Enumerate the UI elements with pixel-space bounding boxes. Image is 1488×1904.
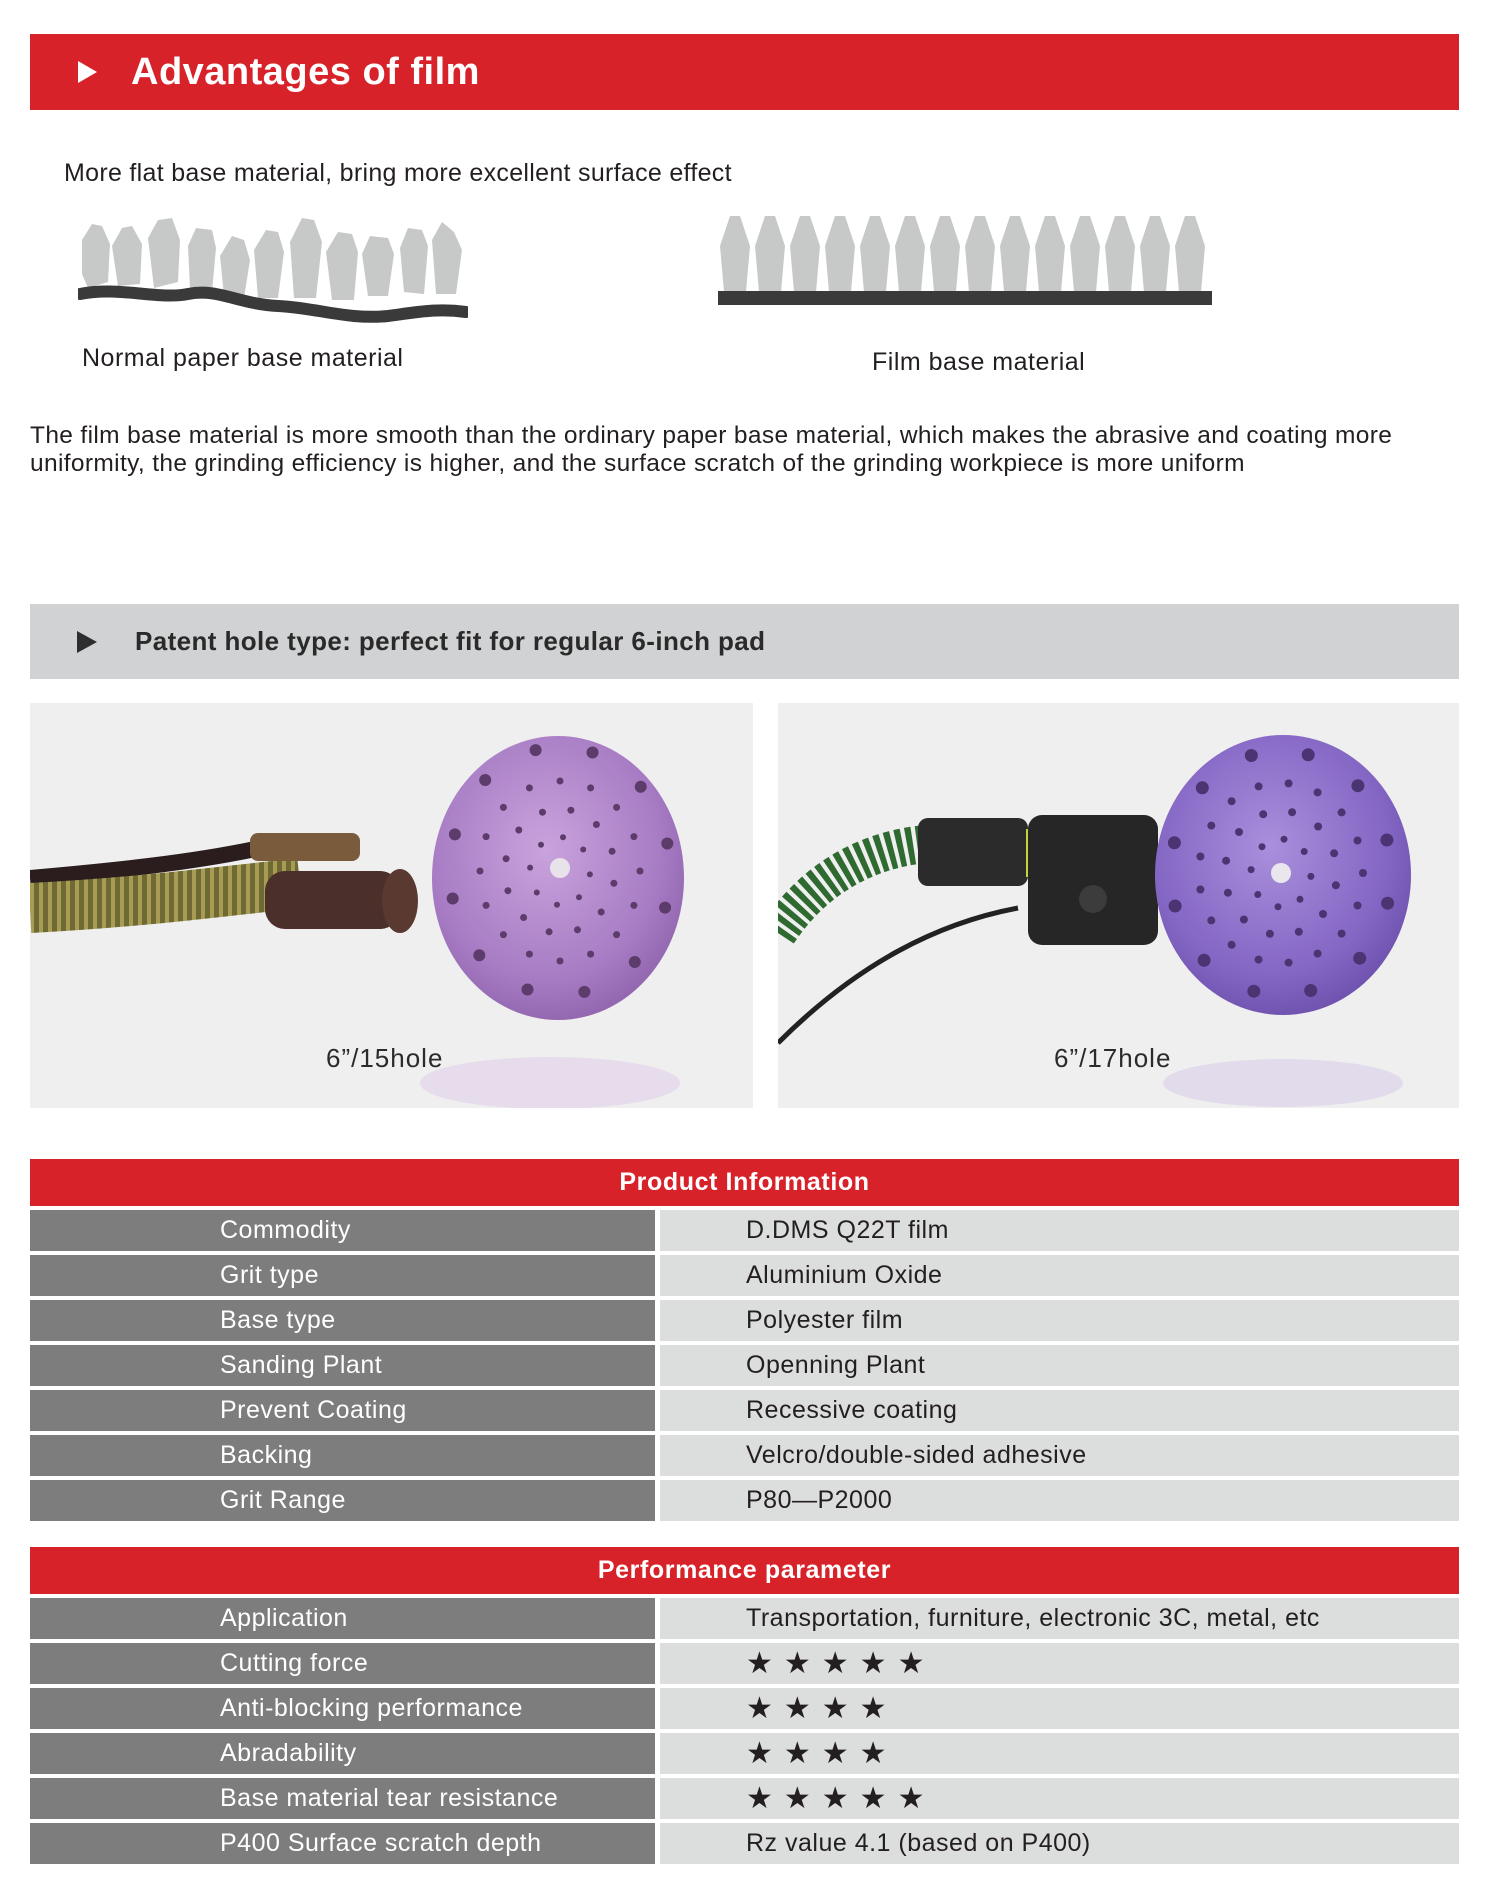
row-value: ★★★★ bbox=[660, 1733, 1459, 1774]
row-value: Velcro/double-sided adhesive bbox=[660, 1435, 1459, 1476]
section-title: Patent hole type: perfect fit for regula… bbox=[135, 626, 766, 656]
row-value: Polyester film bbox=[660, 1300, 1459, 1341]
paper-base-illustration bbox=[78, 218, 468, 323]
table-row: Cutting force★★★★★ bbox=[30, 1643, 1459, 1684]
row-value: Rz value 4.1 (based on P400) bbox=[660, 1823, 1459, 1864]
triangle-bullet-icon bbox=[78, 61, 97, 83]
sander-15-hole-image bbox=[30, 736, 684, 1108]
row-label: Base type bbox=[30, 1300, 655, 1341]
photo-label: 6”/15hole bbox=[326, 1043, 444, 1073]
photo-17-hole-sander: 6”/17hole bbox=[778, 703, 1459, 1108]
photo-label: 6”/17hole bbox=[1054, 1043, 1172, 1073]
film-base-illustration bbox=[718, 216, 1212, 305]
row-label: Commodity bbox=[30, 1210, 655, 1251]
description-paragraph: The film base material is more smooth th… bbox=[30, 422, 1393, 477]
triangle-bullet-icon bbox=[77, 630, 97, 653]
row-label: Grit type bbox=[30, 1255, 655, 1296]
section-header-patent-hole: Patent hole type: perfect fit for regula… bbox=[30, 604, 1459, 679]
row-value: Aluminium Oxide bbox=[660, 1255, 1459, 1296]
row-value: Openning Plant bbox=[660, 1345, 1459, 1386]
section-header-advantages: Advantages of film bbox=[30, 34, 1459, 110]
row-value: P80—P2000 bbox=[660, 1480, 1459, 1521]
row-value: ★★★★ bbox=[660, 1688, 1459, 1729]
table-title: Product Information bbox=[30, 1159, 1459, 1206]
row-label: Base material tear resistance bbox=[30, 1778, 655, 1819]
row-value: D.DMS Q22T film bbox=[660, 1210, 1459, 1251]
row-label: Anti-blocking performance bbox=[30, 1688, 655, 1729]
photo-15-hole-sander: 6”/15hole bbox=[30, 703, 753, 1108]
table-title: Performance parameter bbox=[30, 1547, 1459, 1594]
row-label: Cutting force bbox=[30, 1643, 655, 1684]
table-row: Base material tear resistance★★★★★ bbox=[30, 1778, 1459, 1819]
row-value: Recessive coating bbox=[660, 1390, 1459, 1431]
row-label: Abradability bbox=[30, 1733, 655, 1774]
row-value: ★★★★★ bbox=[660, 1778, 1459, 1819]
section-title: Advantages of film bbox=[131, 50, 480, 93]
caption-paper-base: Normal paper base material bbox=[82, 344, 404, 372]
caption-film-base: Film base material bbox=[872, 348, 1086, 376]
intro-text: More flat base material, bring more exce… bbox=[64, 159, 732, 187]
row-label: Prevent Coating bbox=[30, 1390, 655, 1431]
row-value: ★★★★★ bbox=[660, 1643, 1459, 1684]
row-label: Sanding Plant bbox=[30, 1345, 655, 1386]
row-label: Grit Range bbox=[30, 1480, 655, 1521]
row-value: Transportation, furniture, electronic 3C… bbox=[660, 1598, 1459, 1639]
table-row: Anti-blocking performance★★★★ bbox=[30, 1688, 1459, 1729]
row-label: Backing bbox=[30, 1435, 655, 1476]
row-label: Application bbox=[30, 1598, 655, 1639]
row-label: P400 Surface scratch depth bbox=[30, 1823, 655, 1864]
sander-17-hole-image bbox=[778, 735, 1411, 1107]
table-row: Abradability★★★★ bbox=[30, 1733, 1459, 1774]
